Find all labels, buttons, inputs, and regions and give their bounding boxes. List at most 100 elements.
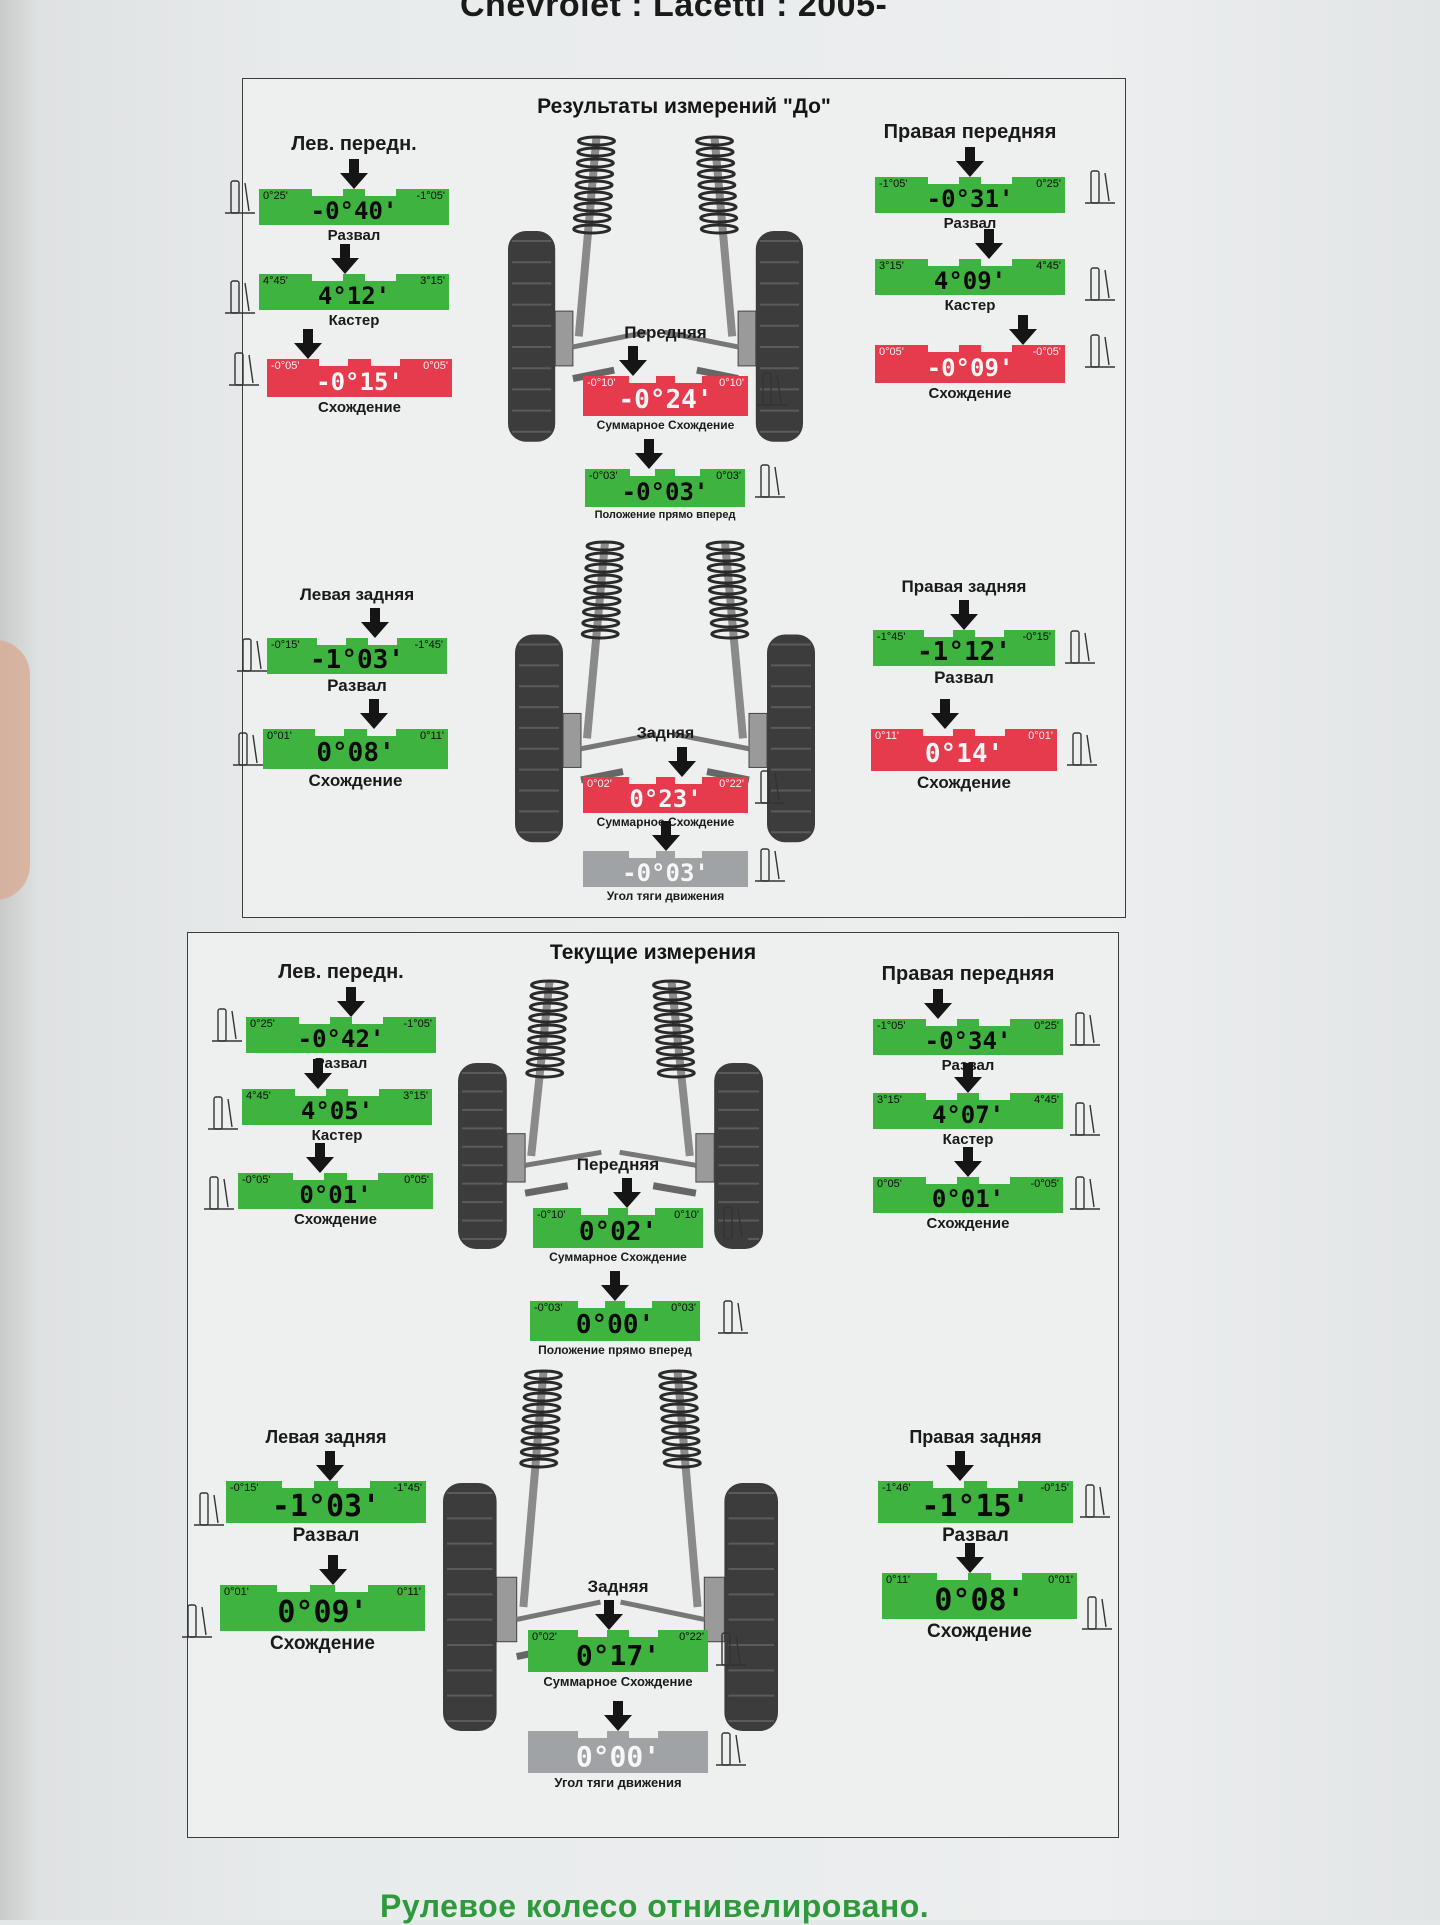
tolerance-min: -1°46' — [882, 1482, 911, 1494]
steering-position-icon — [753, 461, 787, 501]
tolerance-min: 0°02' — [532, 1631, 557, 1643]
pointer-arrowhead-icon — [601, 1285, 629, 1301]
tolerance-min: 0°05' — [879, 346, 904, 358]
group-title: Лев. передн. — [291, 133, 417, 155]
measurement-bar: 4°45'3°15'4°05' — [242, 1089, 432, 1125]
caster-gauge-icon — [223, 277, 257, 317]
right-hub-icon — [748, 712, 768, 768]
measurement-label: Развал — [934, 668, 994, 687]
group-title: Лев. передн. — [278, 961, 404, 983]
measured-value: -0°40' — [310, 197, 398, 225]
pointer-arrowhead-icon — [340, 173, 368, 189]
tolerance-notch — [923, 630, 954, 637]
pointer-arrow-icon — [677, 747, 687, 761]
camber-gauge-icon — [1078, 1481, 1112, 1521]
left-strut-icon — [519, 1370, 548, 1608]
measurement-label: Схождение — [270, 1633, 375, 1654]
tolerance-notch — [629, 851, 656, 858]
tolerance-notch — [334, 1585, 368, 1592]
right-tie-rod-icon — [619, 1149, 697, 1168]
panel-title: Результаты измерений "До" — [537, 95, 831, 118]
tolerance-notch — [314, 729, 345, 736]
pointer-arrowhead-icon — [668, 761, 696, 777]
pointer-arrowhead-icon — [931, 713, 960, 729]
tolerance-notch — [923, 729, 953, 736]
pointer-arrowhead-icon — [316, 1465, 344, 1481]
tolerance-notch — [928, 259, 959, 266]
pointer-arrowhead-icon — [361, 622, 389, 638]
left-hub-icon — [562, 712, 582, 768]
tolerance-notch — [979, 1093, 1010, 1100]
measured-value: -1°15' — [921, 1489, 1030, 1524]
tolerance-max: 0°05' — [423, 360, 448, 372]
tolerance-max: 0°10' — [674, 1209, 699, 1221]
measurement-label: Развал — [327, 676, 387, 695]
rear-suspension-diagram — [443, 1363, 778, 1763]
measurement-label: Кастер — [944, 297, 996, 314]
pointer-arrowhead-icon — [330, 258, 359, 274]
tolerance-notch — [675, 851, 702, 858]
camber-gauge-icon — [235, 635, 269, 675]
tolerance-notch — [282, 1481, 314, 1488]
measured-value: 0°02' — [578, 1217, 658, 1247]
measured-value: 0°09' — [277, 1595, 368, 1630]
tolerance-notch — [580, 1208, 608, 1215]
left-hub-icon — [554, 310, 574, 367]
tolerance-notch — [317, 638, 347, 645]
pointer-arrow-icon — [932, 989, 943, 1003]
pointer-arrow-icon — [610, 1271, 620, 1285]
tolerance-min: 0°11' — [875, 730, 900, 742]
tolerance-notch — [348, 1089, 379, 1096]
measurement-bar: 0°25'-1°05'-0°40' — [259, 189, 449, 225]
tolerance-min: 0°11' — [886, 1574, 911, 1586]
measured-value: 4°05' — [300, 1097, 374, 1125]
measurement-label: Схождение — [926, 1215, 1010, 1232]
measured-value: -1°12' — [917, 637, 1011, 667]
measurement-bar: -0°03'0°03'-0°03' — [585, 469, 745, 507]
left-hub-icon — [496, 1576, 518, 1643]
pointer-arrow-icon — [325, 1451, 335, 1465]
measurement-bar: -1°45'-0°15'-1°12' — [873, 630, 1055, 667]
tolerance-notch — [926, 1019, 957, 1026]
tolerance-notch — [981, 259, 1012, 266]
tolerance-min: -1°05' — [879, 178, 908, 190]
tolerance-notch — [987, 1481, 1019, 1488]
tolerance-max: -0°05' — [1030, 1178, 1059, 1190]
left-tire-icon — [443, 1483, 497, 1731]
pointer-arrowhead-icon — [595, 1614, 623, 1630]
tolerance-notch — [318, 359, 349, 366]
pointer-arrow-icon — [940, 699, 951, 713]
measurement-label: Развал — [942, 1525, 1009, 1546]
tolerance-min: -0°05' — [271, 360, 300, 372]
pointer-arrow-icon — [369, 699, 379, 713]
measurement-label: Схождение — [308, 771, 403, 790]
measurement-bar: -0°15'-1°45'-1°03' — [226, 1481, 426, 1524]
left-tie-rod-icon — [524, 1149, 602, 1168]
rear-suspension-diagram — [515, 534, 815, 869]
pointer-arrow-icon — [963, 1147, 973, 1161]
tolerance-max: -1°45' — [414, 639, 443, 651]
pointer-arrowhead-icon — [618, 360, 647, 376]
pointer-arrow-icon — [370, 608, 380, 622]
tolerance-notch — [629, 376, 656, 383]
tolerance-max: 0°01' — [1028, 730, 1053, 742]
group-title: Передняя — [576, 1155, 660, 1174]
pointer-arrow-icon — [660, 821, 671, 835]
vehicle-toe-icon — [753, 767, 787, 807]
pointer-arrowhead-icon — [923, 1003, 952, 1019]
toe-gauge-icon — [180, 1601, 214, 1641]
toe-gauge-icon — [1083, 331, 1117, 371]
measured-value: 0°17' — [575, 1639, 661, 1672]
pointer-arrowhead-icon — [336, 1001, 365, 1017]
tolerance-max: 3°15' — [403, 1090, 428, 1102]
tolerance-max: -1°05' — [403, 1018, 432, 1030]
measurement-bar: 0°02'0°22'0°23' — [583, 777, 748, 813]
measurement-bar: 0°01'0°11'0°08' — [263, 729, 448, 769]
tolerance-min: -0°10' — [587, 377, 616, 389]
tolerance-notch — [926, 1093, 957, 1100]
tolerance-notch — [991, 1573, 1023, 1580]
measured-value: 0°00' — [575, 1740, 661, 1773]
tolerance-min: -1°45' — [877, 631, 906, 643]
right-tie-rod-icon — [673, 731, 750, 752]
measurement-bar: -1°05'0°25'-0°34' — [873, 1019, 1063, 1055]
